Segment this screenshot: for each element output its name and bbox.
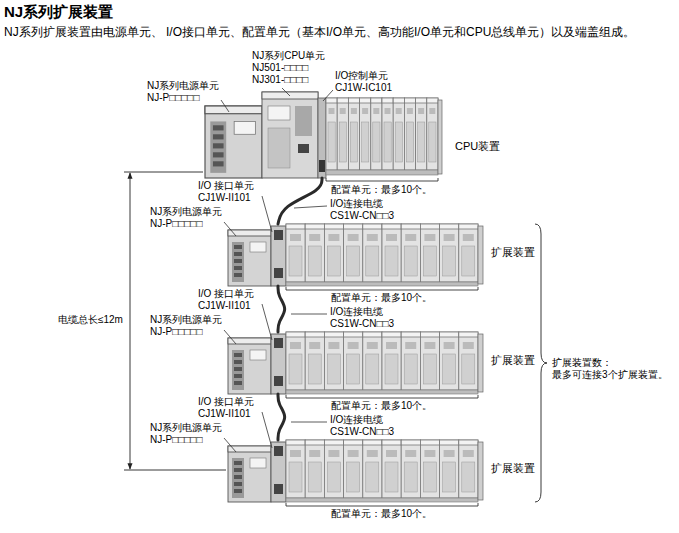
brace-note: 扩展装置数： 最多可连接3个扩展装置。 [552,357,669,381]
part-callout: NJ系列电源单元 NJ-P□□□□□ [147,80,220,104]
leader-line [323,90,333,101]
bracket [286,503,478,506]
io-unit [348,98,359,170]
io-control-unit [318,98,326,178]
leader-line [262,196,272,232]
io-connecting-cable [278,394,285,440]
expansion-rack [228,332,483,394]
cable-label: I/O连接电缆 CS1W-CN□□3 [330,414,396,438]
cpu-display [268,106,290,120]
cable-connector [319,160,325,172]
leader-line [221,100,229,112]
expansion-rack [228,224,483,286]
bracket-note: 配置单元：最多10个。 [331,508,434,520]
io-unit [382,98,393,170]
leader-line [262,304,272,340]
part-callout: NJ系列电源单元 NJ-P□□□□□ [150,314,223,338]
power-unit [205,106,262,178]
bracket-note: 配置单元：最多10个。 [331,184,434,196]
diagram-title: NJ系列扩展装置 [4,3,113,21]
expansion-rack [228,440,483,502]
rack-name: 扩展装置 [491,354,535,367]
power-unit [205,106,262,178]
extension-line [124,172,203,173]
io-connecting-cable [278,178,322,224]
rack-name: CPU装置 [455,140,500,153]
io-connecting-cable [278,286,285,332]
bracket [286,287,478,290]
io-unit [404,98,415,170]
bracket-note: 配置单元：最多10个。 [331,292,434,304]
rack-assembly: 扩展装置 [228,224,483,286]
rack-name: 扩展装置 [491,246,535,259]
leader-line [282,88,290,96]
bracket [326,178,438,181]
part-callout: I/O 接口单元 CJ1W-II101 [198,180,256,204]
rack-assembly: 扩展装置 [228,440,483,502]
rack-rail [326,170,438,175]
rack-name: 扩展装置 [491,462,535,475]
unit-brackets [286,178,478,506]
cpu-port [295,106,312,136]
io-unit [337,98,348,170]
brace [535,224,547,502]
dimension-arrow [130,173,131,469]
dimension-label: 电缆总长≤12m [58,314,124,326]
end-cover [438,100,442,174]
rack-assembly: CPU装置 [205,92,442,178]
part-callout: I/O控制单元 CJ1W-IC101 [335,70,394,94]
bracket-note: 配置单元：最多10个。 [331,400,434,412]
leader-line [291,314,327,315]
leader-line [291,422,327,423]
cpu-unit [262,92,318,178]
io-unit [326,98,337,170]
io-unit [416,98,427,170]
extension-line [124,470,226,471]
part-callout: NJ系列CPU单元 NJ501-□□□□ NJ301-□□□□ [252,50,326,86]
cpu-rack [205,92,442,178]
leader-line [262,412,272,448]
dimension-line [124,172,226,470]
rack-assembly: 扩展装置 [228,332,483,394]
bracket [286,395,478,398]
cable-label: I/O连接电缆 CS1W-CN□□3 [330,306,396,330]
leader-line [224,222,236,236]
part-callout: I/O 接口单元 CJ1W-II101 [198,288,256,312]
cable-label: I/O连接电缆 CS1W-CN□□3 [330,198,396,222]
part-callout: I/O 接口单元 CJ1W-II101 [198,396,256,420]
part-callout: NJ系列电源单元 NJ-P□□□□□ [150,422,223,446]
part-callout: NJ系列电源单元 NJ-P□□□□□ [150,206,223,230]
leader-line [224,330,236,344]
cpu-cover [268,128,290,168]
io-unit [393,98,404,170]
io-unit [360,98,371,170]
subtitle: NJ系列扩展装置由电源单元、 I/O接口单元、配置单元（基本I/O单元、高功能I… [4,25,637,40]
ethernet-port [298,144,309,153]
leader-line [294,206,327,208]
leader-line [224,438,236,452]
io-unit [427,98,438,170]
io-unit [371,98,382,170]
